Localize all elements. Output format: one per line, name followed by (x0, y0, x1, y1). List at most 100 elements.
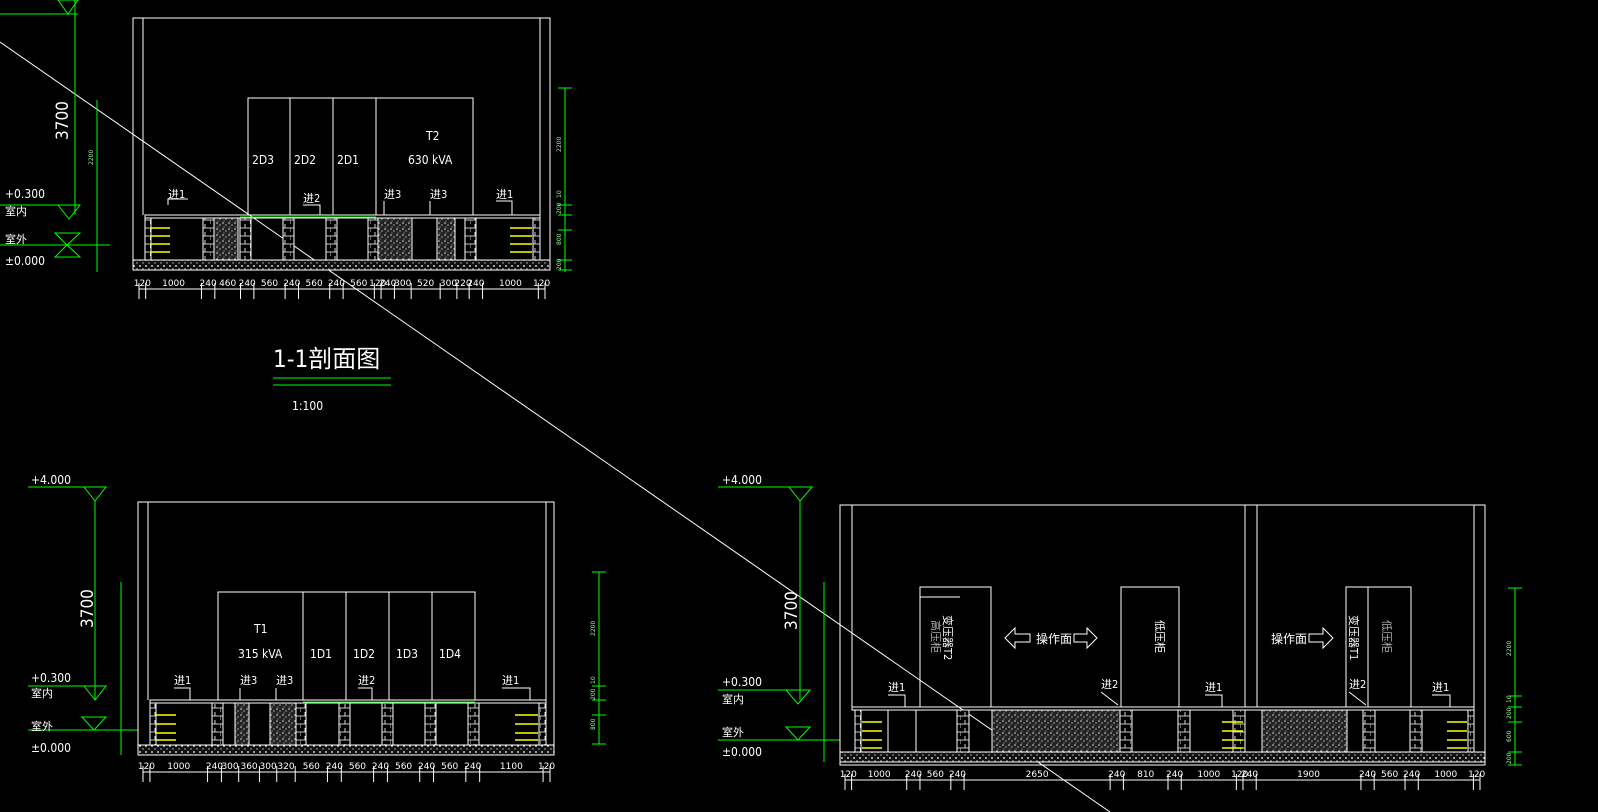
dim-label: 240 (1241, 770, 1258, 780)
dim-label: 240 (206, 762, 223, 772)
dim-label: 560 (441, 762, 458, 772)
cable-tray-right (510, 227, 532, 253)
dim-label: 1000 (868, 770, 891, 780)
bl-height-dim: 3700 (78, 589, 98, 628)
dim-label: 1000 (167, 762, 190, 772)
dim-label: 1000 (1197, 770, 1220, 780)
cable-tray-left (150, 227, 170, 253)
dim-label: 240 (1359, 770, 1376, 780)
br-trench-wall-5 (1362, 709, 1376, 753)
br-trench-pit-1 (887, 709, 917, 753)
dim-label: 560 (395, 762, 412, 772)
dim-label: 320 (277, 762, 294, 772)
right-dim-800: 800 (556, 233, 563, 245)
br-building-outline (839, 504, 1486, 766)
br-cable-tray-left (862, 721, 882, 749)
lv-cabinet-label-2: 低压柜 (1380, 620, 1393, 653)
br-height-dim: 3700 (782, 591, 802, 630)
br-right-dim-2200: 2200 (1506, 641, 1513, 656)
br-trench-wall-1 (956, 709, 970, 753)
br-cable-tray-mid (1222, 721, 1243, 749)
dim-label: 810 (1137, 770, 1154, 780)
section-bottom-right: +4.000 3700 +0.300 室内 室外 ±0.000 高压柜 变压器T… (718, 473, 1522, 790)
bl-tag-3: 进3 (276, 674, 293, 687)
operation-face-label-2: 操作面 (1271, 631, 1307, 646)
br-level-triangle-top (787, 486, 814, 502)
transformer-name-t1: T1 (253, 622, 267, 636)
transformer-rating-t2: 630 kVA (408, 153, 453, 167)
bl-level-top: +4.000 (31, 473, 71, 487)
cabinet-label-1d2: 1D2 (353, 647, 375, 661)
height-dim-label: 3700 (53, 101, 73, 140)
br-tag-2: 进2 (1101, 678, 1118, 691)
dim-label: 240 (1166, 770, 1183, 780)
br-level-top: +4.000 (722, 473, 762, 487)
bl-level-triangle-top (82, 486, 108, 502)
br-label-indoor: 室内 (722, 692, 744, 706)
dim-label: 1000 (499, 279, 522, 289)
label-indoor: 室内 (5, 204, 27, 218)
cabinet-label-2d1: 2D1 (337, 153, 359, 167)
dim-label: 240 (418, 762, 435, 772)
trench-wall-5 (367, 217, 379, 261)
dim-label: 240 (326, 762, 343, 772)
trench-fill-2 (377, 217, 413, 261)
level-triangle-top (57, 0, 79, 15)
dim-label: 120 (840, 770, 857, 780)
dim-label: 240 (905, 770, 922, 780)
cabinet-label-1d3: 1D3 (396, 647, 418, 661)
cabinet-1d1 (302, 591, 347, 701)
dim-label: 240 (328, 279, 345, 289)
transformer-t1-box (1345, 586, 1412, 708)
trench-wall-1 (202, 217, 215, 261)
bl-tag-group: 进1 进3 进3 进2 进1 (174, 674, 531, 700)
trench-wall-6 (464, 217, 477, 261)
br-trench-wall-6 (1409, 709, 1423, 753)
bl-right-dim-200: 200 (590, 688, 597, 700)
dim-label: 240 (467, 279, 484, 289)
bl-cable-tray-left (155, 714, 176, 741)
br-tag-5: 进1 (1432, 681, 1449, 694)
dim-label: 240 (464, 762, 481, 772)
br-tag-3: 进1 (1205, 681, 1222, 694)
br-right-dim-200: 200 (1506, 707, 1513, 719)
cabinet-label-1d4: 1D4 (439, 647, 461, 661)
dim-label: 560 (1381, 770, 1398, 780)
tag-jin2: 进2 (303, 192, 320, 205)
bl-label-outdoor: 室外 (31, 719, 53, 733)
trench-fill-1 (213, 217, 239, 261)
bl-right-dim-800: 800 (590, 718, 597, 730)
dim-label: 520 (417, 279, 434, 289)
bl-level-outdoor: ±0.000 (31, 741, 71, 755)
dim-label: 240 (372, 762, 389, 772)
br-tag-group: 进1 进2 进1 进2 进1 (888, 678, 1451, 707)
bl-foundation-slab (137, 744, 555, 756)
bl-right-dim-2200: 2200 (590, 621, 597, 636)
bl-right-dim-10: 10 (590, 676, 597, 684)
section-bottom-left: +4.000 3700 +0.300 室内 室外 ±0.000 T1 315 k… (28, 473, 606, 782)
br-right-dim-200b: 200 (1506, 752, 1513, 764)
br-foundation-slab (839, 751, 1486, 763)
trench-wall-3 (282, 217, 295, 261)
br-tag-4: 进2 (1349, 678, 1366, 691)
dim-label: 1000 (162, 279, 185, 289)
arrow-left (1004, 626, 1031, 650)
bl-level-triangle-outdoor (80, 716, 108, 731)
dim-label: 240 (379, 279, 396, 289)
hv-cabinet-t2 (919, 586, 992, 708)
lv-cabinet (1120, 586, 1180, 708)
dim-label: 120 (1468, 770, 1485, 780)
dim-label: 560 (927, 770, 944, 780)
level-triangle-indoor (56, 204, 82, 220)
br-level-indoor: +0.300 (722, 675, 762, 689)
bl-trench-wall-6 (467, 702, 480, 746)
right-dim-ticks (558, 87, 572, 271)
cabinet-1d3 (388, 591, 433, 701)
bl-right-dim-ticks (592, 571, 606, 745)
bl-trench-wall-2 (295, 702, 307, 746)
arrow-right-2 (1308, 626, 1334, 650)
left-small-dim-1: 2200 (88, 150, 95, 165)
bl-level-triangle-indoor (82, 685, 108, 701)
